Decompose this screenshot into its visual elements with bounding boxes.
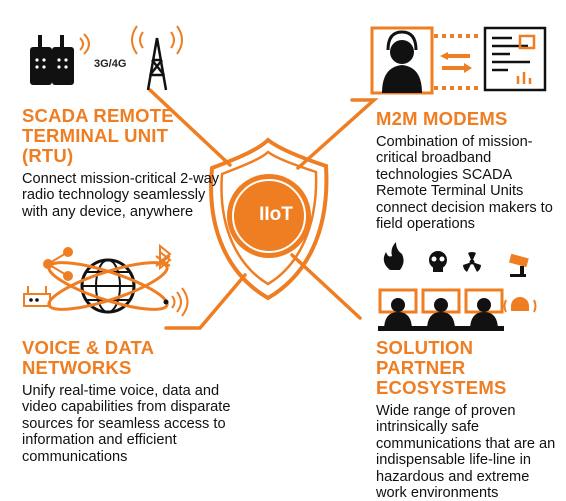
quadrant-rtu: SCADA REMOTE TERMINAL UNIT (RTU) Connect…	[22, 106, 222, 220]
voice-title: VOICE & DATA NETWORKS	[22, 338, 232, 378]
radiation-icon	[463, 252, 481, 272]
network-badge: 3G/4G	[94, 58, 127, 70]
skull-icon	[429, 251, 447, 272]
voice-title-line1: VOICE & DATA	[22, 337, 155, 358]
hub-label: IIoT	[259, 204, 293, 225]
voice-description: Unify real-time voice, data and video ca…	[22, 383, 231, 465]
fire-hazard-icon	[383, 242, 404, 270]
data-transfer-icon	[434, 34, 478, 90]
bluetooth-icon	[155, 243, 172, 271]
solutions-title: SOLUTION PARTNER ECOSYSTEMS	[376, 338, 564, 398]
quadrant-voice-data: VOICE & DATA NETWORKS Unify real-time vo…	[22, 338, 232, 465]
router-icon	[23, 286, 51, 307]
quadrant-m2m: M2M MODEMS Combination of mission-critic…	[376, 108, 562, 233]
solutions-title-line2: ECOSYSTEMS	[376, 377, 507, 398]
connector-rtu	[148, 88, 232, 167]
wireless-signal-icon	[163, 287, 189, 317]
rtu-title-line2: TERMINAL UNIT (RTU)	[22, 125, 169, 166]
m2m-description: Combination of mission-critical broadban…	[376, 134, 553, 233]
voice-title-line2: NETWORKS	[22, 357, 132, 378]
control-room-icon	[378, 288, 504, 331]
m2m-title: M2M MODEMS	[376, 108, 508, 129]
rtu-title-line1: SCADA REMOTE	[22, 105, 174, 126]
globe-network-icon	[47, 258, 169, 314]
alarm-icon	[503, 297, 537, 313]
connector-m2m	[296, 98, 379, 170]
security-camera-icon	[509, 253, 529, 277]
solutions-description: Wide range of proven intrinsically safe …	[376, 403, 556, 501]
rtu-description: Connect mission-critical 2-way radio tec…	[22, 171, 220, 220]
quadrant-solutions: SOLUTION PARTNER ECOSYSTEMS Wide range o…	[376, 338, 564, 501]
walkie-talkie-icon	[30, 33, 90, 85]
document-icon	[483, 26, 547, 92]
solutions-title-line1: SOLUTION PARTNER	[376, 337, 474, 378]
connector-voice	[164, 273, 247, 330]
shield-icon	[209, 137, 329, 301]
rtu-title: SCADA REMOTE TERMINAL UNIT (RTU)	[22, 106, 222, 166]
operator-headset-icon	[370, 26, 434, 95]
radio-tower-icon	[131, 25, 183, 91]
